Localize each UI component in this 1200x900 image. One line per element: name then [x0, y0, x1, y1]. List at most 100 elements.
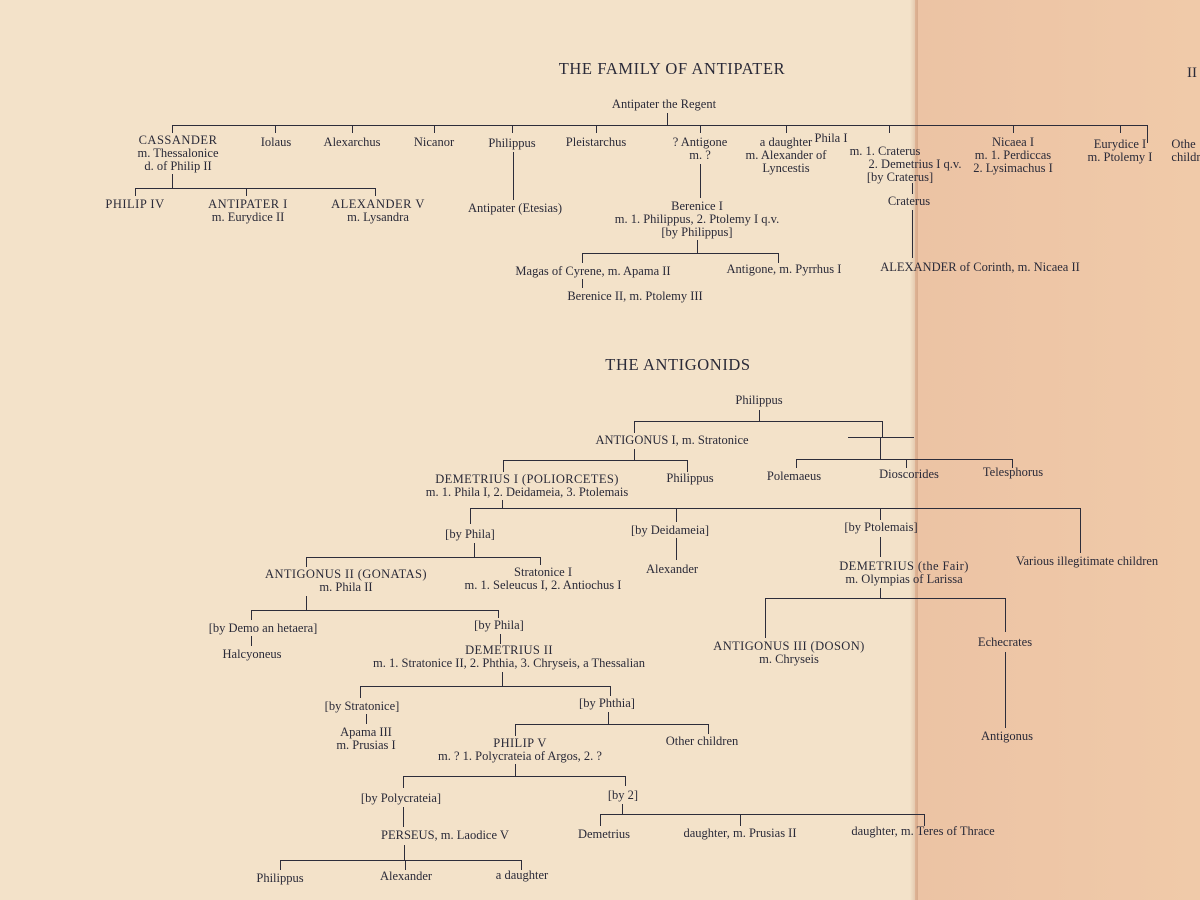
philip-v-marriage: m. ? 1. Polycrateia of Argos, 2. ? — [438, 749, 602, 763]
demetrius-ii-marriage: m. 1. Stratonice II, 2. Phthia, 3. Chrys… — [373, 656, 645, 670]
connector — [697, 240, 698, 253]
connector — [500, 634, 501, 644]
demetrius-i: DEMETRIUS I (POLIORCETES) m. 1. Phila I,… — [426, 473, 628, 499]
berenice-ii: Berenice II, m. Ptolemy III — [567, 289, 703, 303]
nicaea-i: Nicaea I m. 1. Perdiccas 2. Lysimachus I — [973, 136, 1053, 175]
by-deidameia: [by Deidameia] — [630, 523, 710, 537]
connector — [172, 125, 173, 133]
connector — [924, 814, 925, 826]
apama-iii-name: Apama III — [340, 725, 392, 739]
connector — [251, 636, 252, 646]
nicaea-marriage-1: m. 1. Perdiccas — [974, 148, 1052, 162]
stratonice-i: Stratonice I m. 1. Seleucus I, 2. Antioc… — [465, 566, 622, 592]
antigonus-ii-marriage: m. Phila II — [319, 580, 373, 594]
folded-page-panel — [915, 0, 1200, 900]
connector — [1080, 508, 1081, 553]
connector — [700, 125, 701, 133]
daughter-name: a daughter — [759, 135, 813, 149]
antigonus-i-children-bar — [503, 460, 687, 461]
connector — [515, 764, 516, 776]
connector — [1005, 652, 1006, 728]
connector — [625, 776, 626, 786]
connector — [513, 152, 514, 200]
connector — [667, 113, 668, 125]
connector — [622, 804, 623, 814]
connector — [786, 125, 787, 133]
phila-i: Phila I m. 1. Craterus 2. Demetrius I q.… — [815, 132, 962, 184]
cassander-name: CASSANDER — [138, 133, 218, 147]
telesphorus: Telesphorus — [982, 465, 1044, 479]
philippus-children-bar — [634, 421, 882, 422]
phthia-children-bar — [515, 724, 708, 725]
demetrius-fair-name: DEMETRIUS (the Fair) — [839, 559, 969, 573]
connector — [470, 508, 471, 524]
connector — [246, 188, 247, 196]
berenice-i: Berenice I m. 1. Philippus, 2. Ptolemy I… — [615, 200, 779, 239]
alexander-v-marriage: m. Lysandra — [347, 210, 409, 224]
connector — [375, 188, 376, 196]
antigonus-son: Antigonus — [980, 729, 1034, 743]
antipater-etesias: Antipater (Etesias) — [467, 201, 563, 215]
connector — [880, 437, 881, 459]
connector — [1005, 598, 1006, 632]
connector — [404, 845, 405, 860]
page-fold-shadow — [910, 0, 918, 900]
demetrius-ii: DEMETRIUS II m. 1. Stratonice II, 2. Pht… — [373, 644, 645, 670]
unnamed-sibling-line — [848, 437, 914, 438]
demetrius-fair-children-bar — [765, 598, 1005, 599]
antigone-marriage: m. ? — [689, 148, 711, 162]
by-phthia: [by Phthia] — [579, 696, 635, 710]
connector — [515, 724, 516, 736]
philip-v: PHILIP V m. ? 1. Polycrateia of Argos, 2… — [438, 737, 602, 763]
by-2: [by 2] — [607, 788, 639, 802]
cassander-children-bar — [135, 188, 375, 189]
connector — [434, 125, 435, 133]
antigonus-i: ANTIGONUS I, m. Stratonice — [595, 433, 749, 447]
connector — [498, 610, 499, 618]
other-children-cut: Othe childr — [1171, 138, 1200, 164]
connector — [700, 164, 701, 198]
others-line-2: childr — [1171, 150, 1200, 164]
perseus-children-bar — [280, 860, 521, 861]
connector — [634, 449, 635, 460]
alexander-3: Alexander — [379, 869, 433, 883]
halcyoneus: Halcyoneus — [222, 647, 282, 661]
antigonus-ii-children-bar — [251, 610, 498, 611]
by-phila-2: [by Phila] — [474, 618, 524, 632]
phila-by-craterus: [by Craterus] — [866, 170, 934, 184]
daughter-prusias: daughter, m. Prusias II — [683, 826, 797, 840]
daughter-note: Lyncestis — [762, 161, 810, 175]
cassander: CASSANDER m. Thessalonice d. of Philip I… — [138, 134, 219, 173]
connector — [880, 588, 881, 598]
berenice-children-bar — [582, 253, 778, 254]
cassander-note: d. of Philip II — [144, 159, 212, 173]
connector — [676, 508, 677, 522]
demetrius-i-marriage: m. 1. Phila I, 2. Deidameia, 3. Ptolemai… — [425, 485, 629, 499]
cassander-marriage: m. Thessalonice — [137, 146, 219, 160]
connector — [251, 610, 252, 620]
nicaea-marriage-2: 2. Lysimachus I — [973, 161, 1053, 175]
antipater-children-bar — [172, 125, 1148, 126]
iolaus: Iolaus — [260, 135, 292, 149]
by-2-children-bar — [600, 814, 924, 815]
demetrius-fair-marriage: m. Olympias of Larissa — [845, 572, 963, 586]
connector — [765, 598, 766, 638]
by-phila-bar — [306, 557, 540, 558]
connector — [405, 860, 406, 870]
connector — [1012, 459, 1013, 468]
connector — [275, 125, 276, 133]
connector — [512, 125, 513, 133]
philippus-3: Philippus — [256, 871, 304, 885]
by-phila: [by Phila] — [445, 527, 495, 541]
berenice-i-name: Berenice I — [671, 199, 723, 213]
perseus: PERSEUS, m. Laodice V — [381, 828, 509, 842]
antipater-i-marriage: m. Eurydice II — [211, 210, 285, 224]
a-daughter: a daughter m. Alexander of Lyncestis — [746, 136, 827, 175]
connector — [135, 188, 136, 196]
others-line-1: Othe — [1171, 137, 1196, 151]
by-stratonice: [by Stratonice] — [324, 699, 400, 713]
apama-iii-marriage: m. Prusias I — [336, 738, 396, 752]
connector — [306, 557, 307, 567]
phila-marriage-1: m. 1. Craterus — [849, 144, 921, 158]
connector — [676, 538, 677, 560]
